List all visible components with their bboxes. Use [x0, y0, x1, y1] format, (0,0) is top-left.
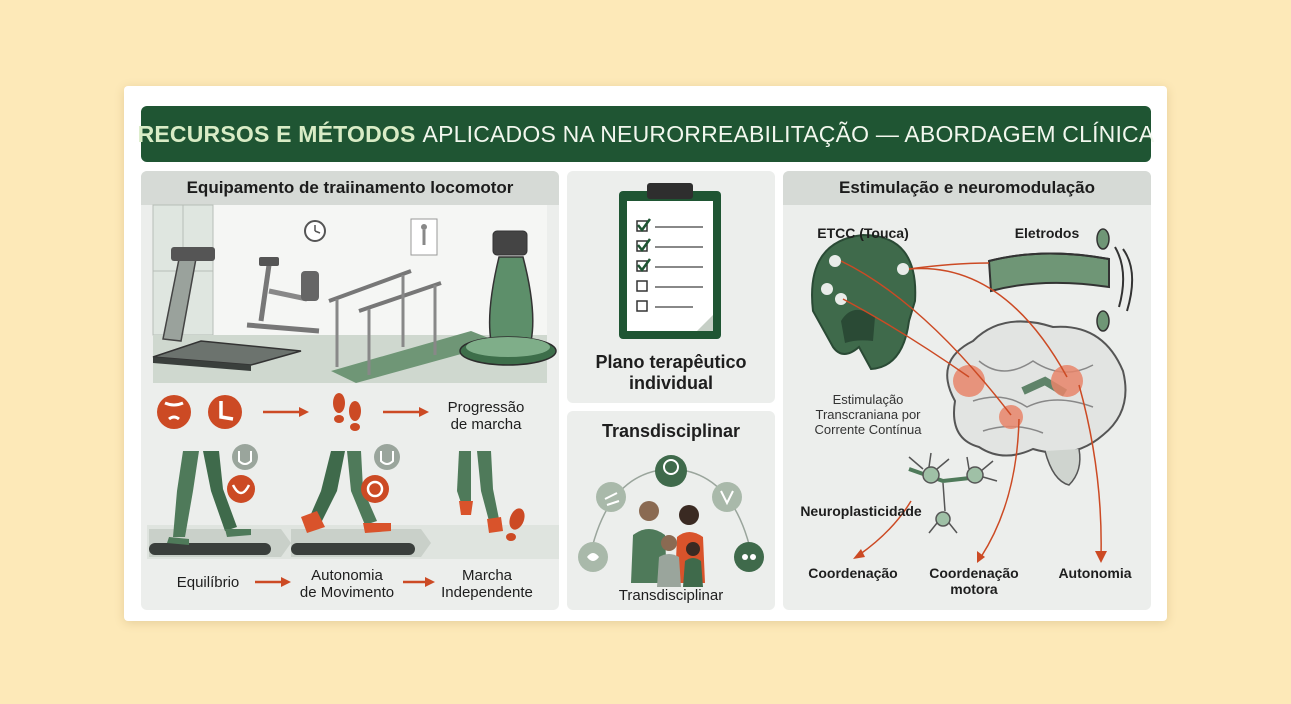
tdcs-line-3: Corrente Contínua [814, 421, 922, 437]
tdcs-cap-label: ETCC (Touca) [817, 225, 909, 241]
locomotor-panel-title: Equipamento de traiinamento locomotor [141, 171, 559, 205]
step-movement-autonomy: Autonomia de Movimento [287, 567, 407, 602]
therapy-plan-line-2: individual [628, 372, 713, 393]
therapy-plan-title: Plano terapêutico individual [567, 352, 775, 393]
brain-stimulation-illustration [811, 228, 1134, 563]
step-balance: Equilíbrio [161, 574, 255, 591]
step-gait-line-2: Independente [441, 584, 533, 602]
step-movement-line-2: de Movimento [299, 584, 395, 602]
tdcs-line-1: Estimulação [832, 392, 904, 407]
title-banner: RECURSOS E MÉTODOS APLICADOS NA NEURORRE… [137, 106, 1154, 162]
outcome-motor-line-2: motora [950, 581, 998, 598]
outcome-coordination-line-1: Coordenação [808, 565, 898, 581]
neuroplasticity-label: Neuroplasticidade [800, 503, 922, 519]
transdisciplinary-title: Transdisciplinar [601, 421, 741, 441]
transdisciplinary-panel: Transdisciplinar Transdisciplinar [567, 411, 775, 610]
gait-progression-line-1: Progressão [447, 399, 525, 416]
step-gait-line-1: Marcha [461, 567, 513, 584]
title-rest: APLICADOS NA NEURORREABILITAÇÃO — ABORDA… [422, 120, 1155, 147]
outcome-motor-line-1: Coordenação [929, 565, 1019, 581]
outcome-coordination: Coordenação [793, 565, 913, 581]
therapy-plan-panel: Plano terapêutico individual [567, 171, 775, 403]
therapy-plan-line-1: Plano terapêutico [595, 352, 747, 372]
gait-progression-line-2: de marcha [450, 416, 522, 434]
team-illustration [578, 455, 764, 587]
clipboard-icon [619, 183, 721, 339]
tdcs-description: Estimulação Transcraniana por Corrente C… [793, 392, 943, 438]
outcome-autonomy-line-1: Autonomia [1058, 565, 1132, 581]
locomotor-panel: Equipamento de traiinamento locomotor [141, 171, 559, 610]
electrodes-label: Eletrodos [1014, 225, 1080, 241]
step-movement-line-1: Autonomia [311, 567, 383, 584]
outcome-autonomy: Autonomia [1045, 565, 1145, 581]
tdcs-line-2: Transcraniana por [815, 406, 921, 422]
gym-scene-illustration [147, 204, 559, 587]
transdisciplinary-caption: Transdisciplinar [618, 587, 724, 604]
step-balance-line-1: Equilíbrio [176, 574, 240, 591]
neuromodulation-panel: Estimulação e neuromodulação [783, 171, 1151, 610]
gait-progression-label: Progressão de marcha [431, 399, 541, 434]
title-strong: RECURSOS E MÉTODOS [137, 120, 416, 147]
neuromodulation-panel-title: Estimulação e neuromodulação [783, 171, 1151, 205]
outcome-motor-coordination: Coordenação motora [919, 565, 1029, 597]
step-independent-gait: Marcha Independente [431, 567, 543, 602]
